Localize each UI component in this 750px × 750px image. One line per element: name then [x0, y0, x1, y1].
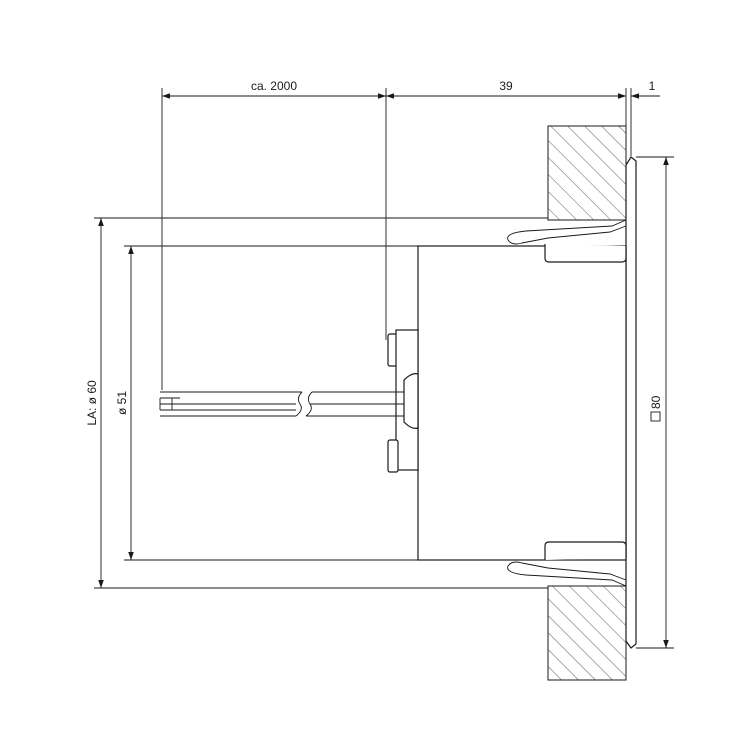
- cable-length-label: ca. 2000: [251, 79, 297, 93]
- dimension-body-diameter: ø 51: [115, 246, 134, 560]
- ceiling-section-top: [547, 125, 627, 221]
- body-diameter-label: ø 51: [115, 391, 129, 415]
- spring-clip-bottom: [507, 541, 627, 587]
- cutout-label: LA: ø 60: [85, 380, 99, 426]
- flange-plate: [625, 156, 637, 649]
- spring-clip-top: [507, 219, 627, 263]
- dimension-flange-thickness: 1: [608, 79, 660, 99]
- dimension-depth: 39: [386, 79, 626, 99]
- flange-size-label: 80: [649, 395, 663, 409]
- housing-body: [417, 245, 627, 561]
- cable-gland: [387, 329, 419, 473]
- depth-label: 39: [499, 79, 513, 93]
- flange-thickness-label: 1: [649, 79, 656, 93]
- ceiling-section-bottom: [547, 585, 627, 681]
- cable: [159, 391, 404, 417]
- dimension-cutout: LA: ø 60: [85, 218, 104, 588]
- dimension-flange-size: 80: [649, 157, 669, 648]
- square-symbol-icon: [650, 411, 661, 422]
- dimension-cable-length: ca. 2000: [162, 79, 386, 99]
- extension-lines: [94, 88, 674, 649]
